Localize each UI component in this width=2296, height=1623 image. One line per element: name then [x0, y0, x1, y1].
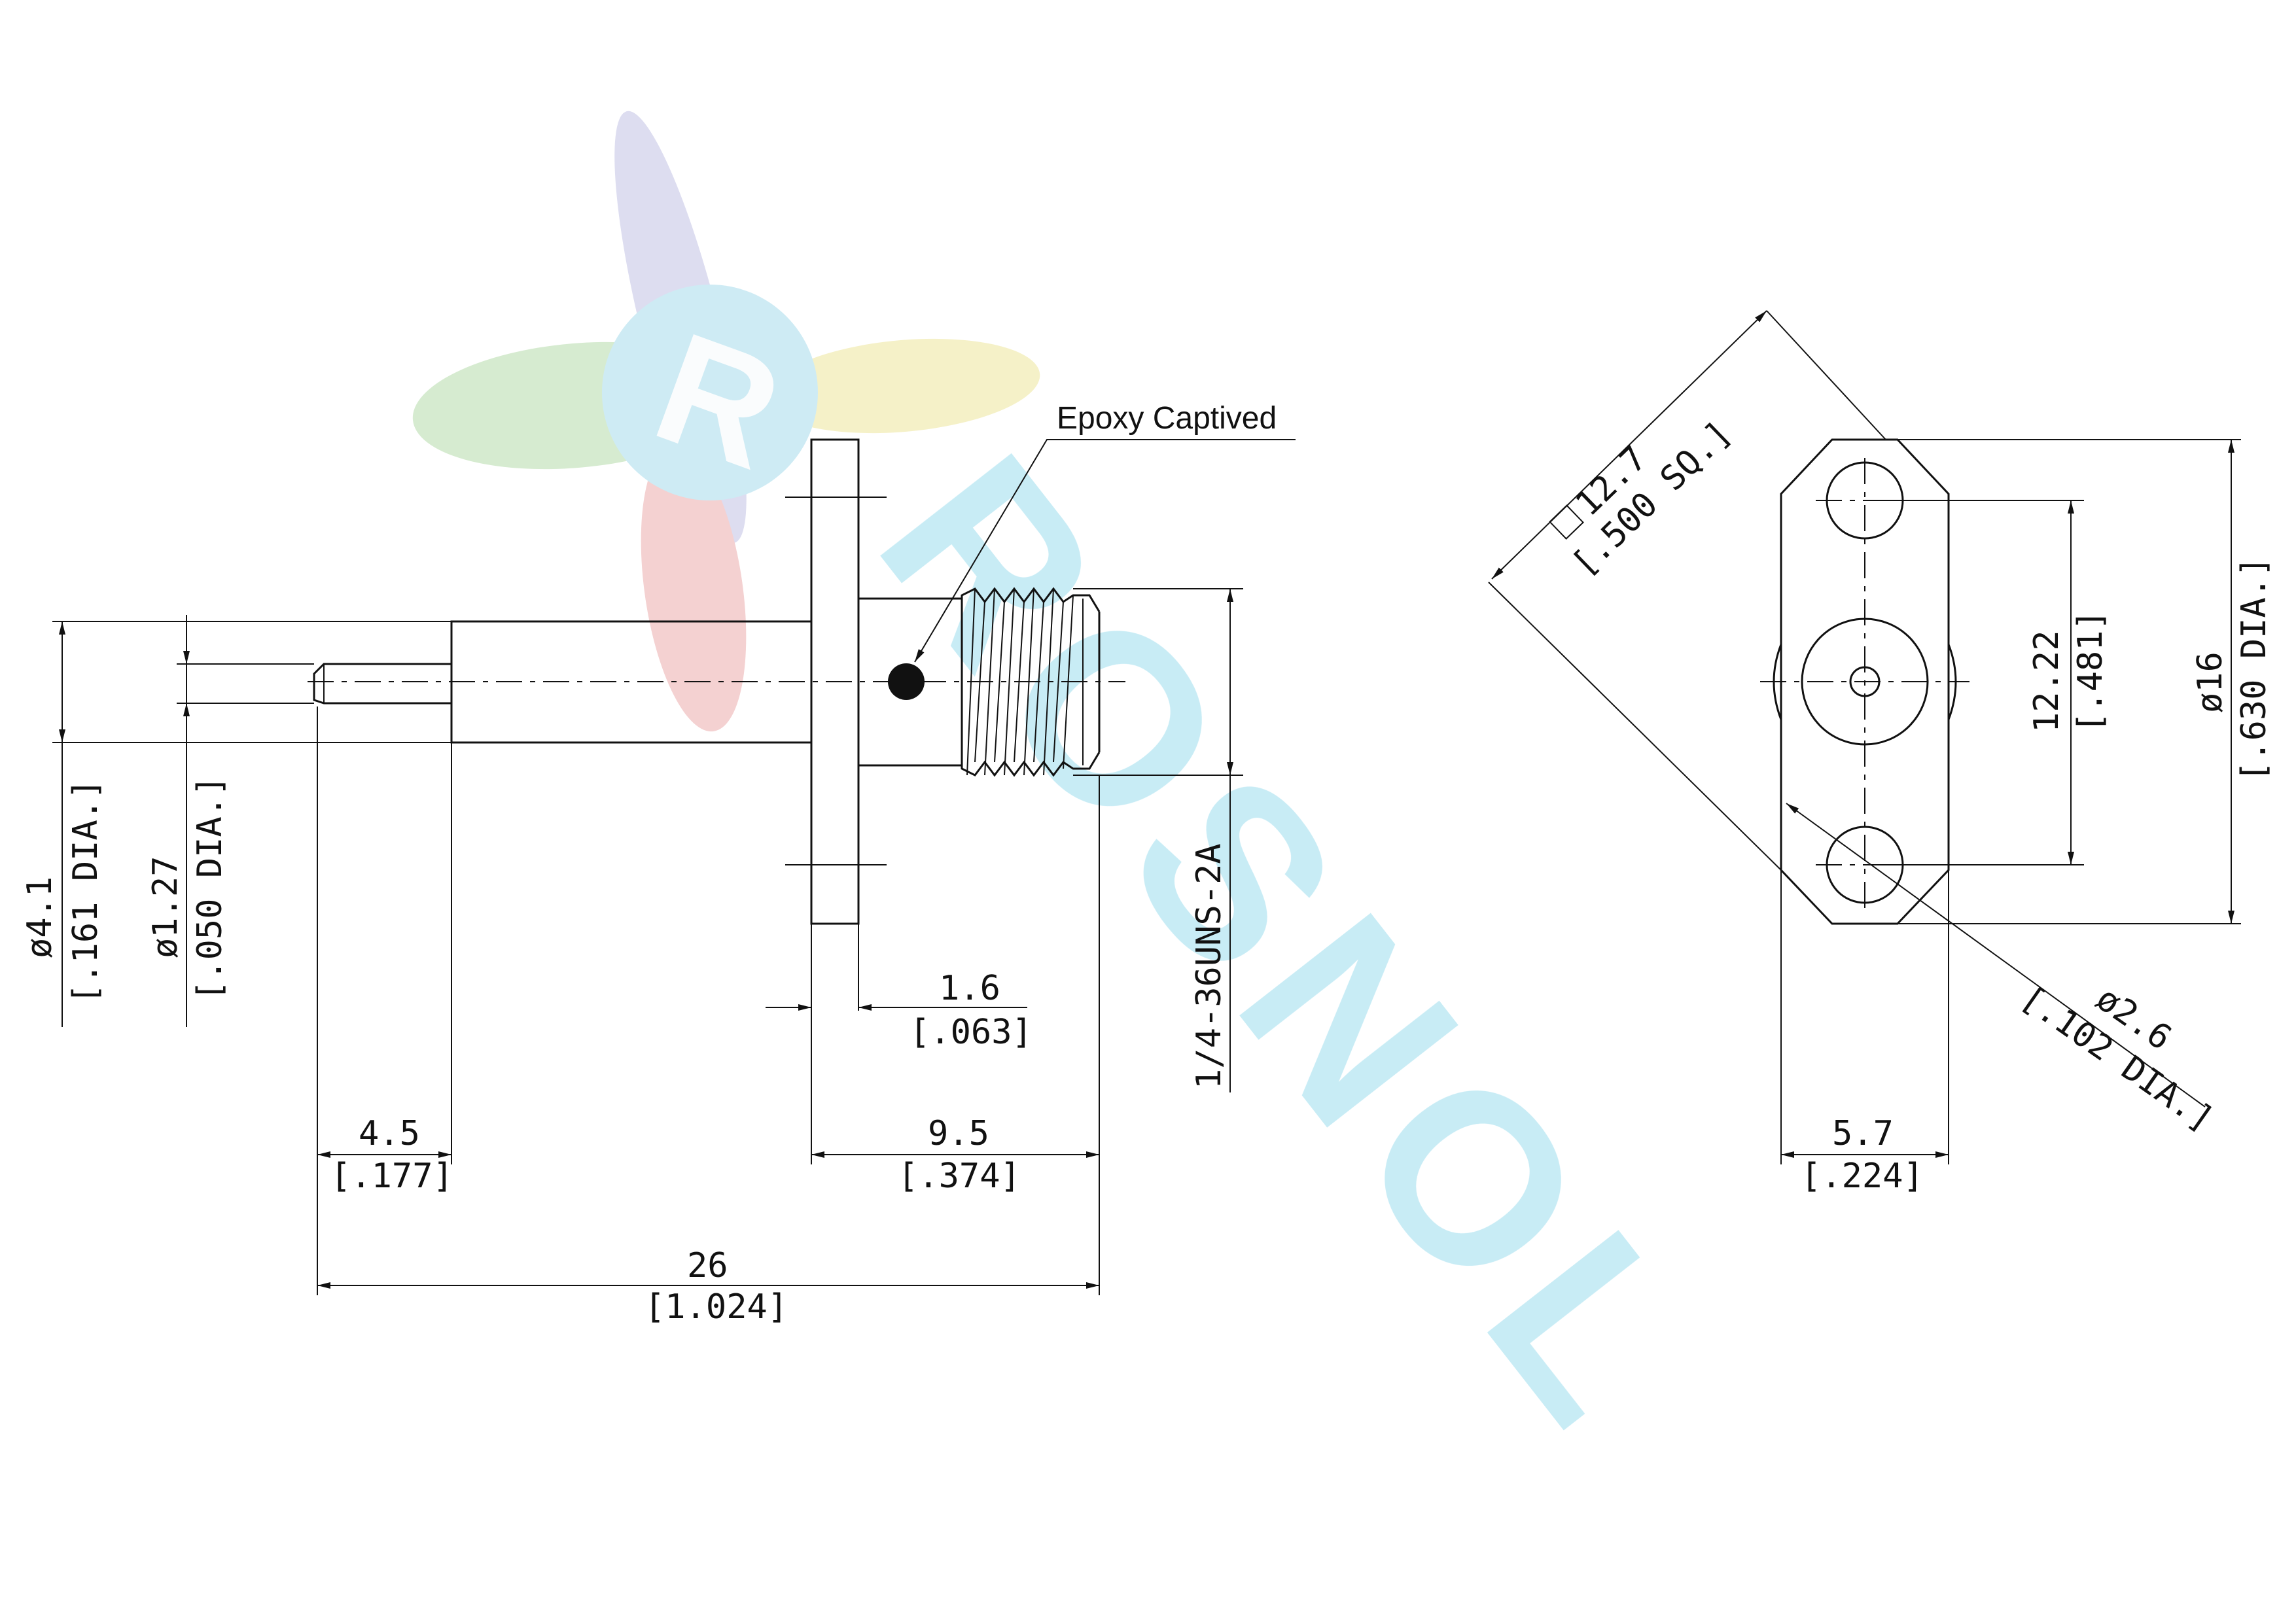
epoxy-callout-label: Epoxy Captived — [1057, 401, 1277, 436]
square-symbol-icon — [1549, 504, 1584, 540]
pin-length-mm: 4.5 — [359, 1114, 420, 1153]
flange — [810, 438, 860, 925]
thread-spec: 1/4-36UNS-2A — [1190, 843, 1229, 1089]
epoxy-dot — [888, 663, 925, 700]
total-length-in: [1.024] — [645, 1287, 788, 1327]
front-view — [1760, 438, 1969, 925]
body-dia-in: [.161 DIA.] — [66, 779, 105, 1004]
watermark: R ROSNOL — [412, 111, 1753, 1484]
watermark-ellipse-yellow — [766, 338, 1040, 434]
thread-length-mm: 9.5 — [928, 1114, 989, 1153]
hole-dia-leader — [1786, 803, 2206, 1108]
flange-thk-mm: 1.6 — [939, 969, 1000, 1008]
flange-dia-in: [.630 DIA.] — [2234, 557, 2274, 782]
thread-length-in: [.374] — [898, 1157, 1021, 1196]
square-dim-line — [1491, 310, 1767, 580]
width-mm: 5.7 — [1832, 1114, 1894, 1153]
hole-spacing-mm: 12.22 — [2027, 630, 2066, 733]
epoxy-leader — [914, 439, 1296, 663]
front-dimensions: 12.7 [.500 SQ.] 12.22 [.481] ø16 [.630 D… — [1488, 310, 2274, 1196]
side-dimensions: ø4.1 [.161 DIA.] ø1.27 [.050 DIA.] 1/4-3… — [20, 588, 1243, 1327]
pin-dia-in: [.050 DIA.] — [190, 776, 230, 1001]
pin-outline — [313, 663, 451, 705]
pin-length-in: [.177] — [330, 1157, 453, 1196]
watermark-wordmark: ROSNOL — [830, 408, 1753, 1483]
watermark-ellipse-red — [641, 445, 747, 732]
total-length-mm: 26 — [687, 1246, 728, 1285]
flange-dia-mm: ø16 — [2191, 652, 2230, 713]
flange-thk-in: [.063] — [910, 1013, 1033, 1052]
watermark-logo-circle — [602, 285, 818, 500]
side-view: Epoxy Captived — [308, 401, 1296, 925]
hole-spacing-in: [.481] — [2071, 610, 2110, 733]
neck-outline — [858, 597, 963, 767]
width-in: [.224] — [1801, 1157, 1924, 1196]
body-dia-mm: ø4.1 — [20, 877, 60, 958]
pin-dia-mm: ø1.27 — [146, 856, 185, 958]
